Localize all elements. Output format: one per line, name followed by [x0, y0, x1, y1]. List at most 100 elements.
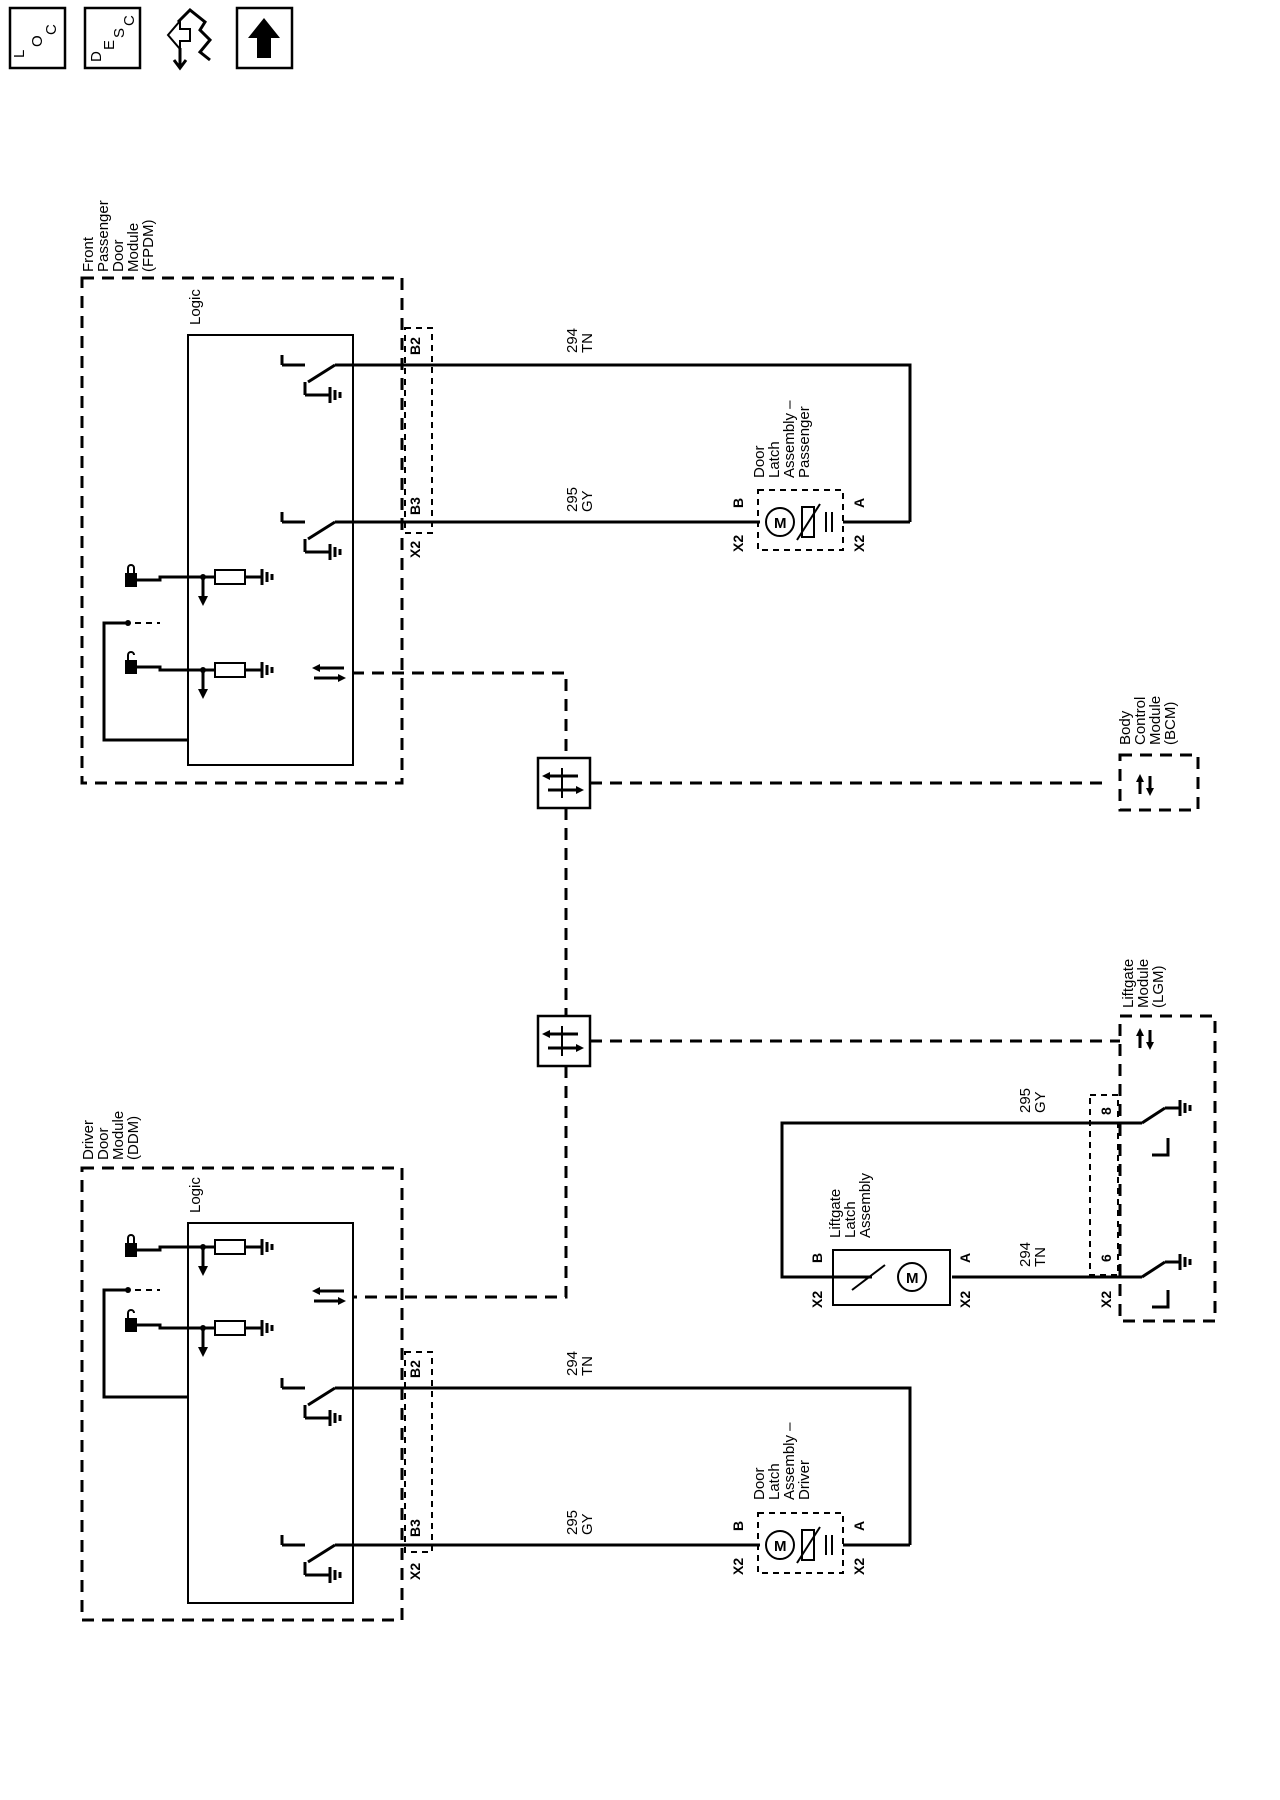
fpdm-title-line-4: Module — [125, 223, 142, 272]
loc-icon[interactable]: L O C — [8, 6, 67, 70]
ddm-title-line-2: Door — [95, 1127, 112, 1160]
fpdm-b3-wire: 295 GY — [352, 483, 760, 524]
passenger-latch-pin-a: A — [851, 498, 867, 508]
bcm-module-outline — [1118, 753, 1200, 812]
lgm-8-relay-switch — [1118, 1100, 1192, 1157]
ddm-b3-wire-circuit: 295 GY — [564, 1506, 596, 1535]
lgm-6-wire-circuit-number: 294 — [1017, 1242, 1034, 1267]
lgm-conn-6: 6 — [1098, 1254, 1114, 1262]
loc-icon-letter-1: L — [11, 50, 28, 58]
lgm-8-wire: 295 GY — [780, 1088, 1118, 1279]
ddm-module-outline — [80, 1166, 404, 1622]
ddm-key-cylinder-link — [102, 1287, 188, 1399]
lgm-title-line-1: Liftgate — [1120, 959, 1137, 1008]
lgm-module: Liftgate Module (LGM) 8 6 X2 — [1089, 955, 1217, 1323]
fpdm-conn-x2: X2 — [407, 541, 423, 558]
ddm-title: Driver Door Module (DDM) — [80, 1107, 142, 1160]
ddm-conn-b2: B2 — [407, 1360, 423, 1378]
ddm-b3-relay-switch — [280, 1535, 352, 1583]
driver-latch-conn-left: X2 — [730, 1558, 746, 1575]
fpdm-title-line-2: Passenger — [95, 200, 112, 272]
fpdm-logic-label: Logic — [187, 289, 204, 325]
passenger-latch-title-line-4: Passenger — [796, 406, 813, 478]
ddm-b3-wire-circuit-number: 295 — [564, 1510, 581, 1535]
ddm-b3-wire: 295 GY — [352, 1506, 760, 1547]
serial-data-splice-lower — [536, 1014, 592, 1068]
passenger-door-latch: M B X2 A X2 Door Latch Assembly – Passen… — [730, 396, 910, 552]
lgm-6-wire-circuit: 294 TN — [1017, 1238, 1049, 1267]
ddm-b2-wire: 294 TN — [352, 1351, 912, 1545]
passenger-latch-title: Door Latch Assembly – Passenger — [751, 396, 813, 478]
fpdm-title-line-5: (FPDM) — [140, 220, 157, 273]
fpdm-title: Front Passenger Door Module (FPDM) — [80, 196, 157, 272]
lgm-6-wire-color: TN — [1032, 1247, 1049, 1267]
ddm-b2-relay-switch — [280, 1378, 352, 1426]
liftgate-latch-pin-a: A — [957, 1253, 973, 1263]
fpdm-key-cylinder-link — [102, 620, 188, 742]
passenger-latch-title-line-3: Assembly – — [781, 400, 798, 478]
liftgate-latch-conn-left: X2 — [809, 1291, 825, 1308]
liftgate-latch-outline — [832, 1249, 951, 1306]
lgm-6-wire: 294 TN — [952, 1238, 1118, 1279]
liftgate-latch-title-line-3: Assembly — [857, 1172, 874, 1238]
desc-icon-letter-3: S — [111, 28, 128, 38]
loc-icon-letter-3: C — [43, 24, 60, 35]
liftgate-latch-title-line-2: Latch — [842, 1201, 859, 1238]
driver-latch-title: Door Latch Assembly – Driver — [751, 1418, 813, 1500]
passenger-latch-title-line-2: Latch — [766, 441, 783, 478]
fpdm-b2-relay-switch — [280, 355, 352, 403]
lock-icon — [125, 573, 137, 587]
bcm-title-line-3: Module — [1147, 696, 1164, 745]
fpdm-b3-wire-circuit-number: 295 — [564, 487, 581, 512]
liftgate-latch-motor — [897, 1262, 927, 1292]
fpdm-title-line-1: Front — [80, 236, 97, 272]
liftgate-latch-pin-b: B — [809, 1253, 825, 1263]
fpdm-module-outline — [80, 276, 404, 785]
fpdm-unlock-input — [125, 651, 274, 699]
lgm-6-relay-switch — [1118, 1254, 1192, 1309]
driver-latch-conn-right: X2 — [851, 1558, 867, 1575]
fpdm-b3-relay-switch — [280, 512, 352, 560]
fpdm-conn-b2: B2 — [407, 337, 423, 355]
driver-latch-pin-b: B — [730, 1521, 746, 1531]
up-arrow-icon[interactable] — [235, 6, 294, 70]
lgm-title: Liftgate Module (LGM) — [1120, 955, 1167, 1008]
driver-latch-title-line-3: Assembly – — [781, 1422, 798, 1500]
fpdm-conn-b3: B3 — [407, 497, 423, 515]
ddm-b3-wire-color: GY — [579, 1513, 596, 1535]
desc-icon[interactable]: D E S C — [83, 6, 142, 70]
ddm-module: Driver Door Module (DDM) Logic B2 B3 X2 — [80, 1107, 433, 1622]
driver-latch-outline — [757, 1512, 844, 1574]
lgm-8-wire-circuit-number: 295 — [1017, 1088, 1034, 1113]
ddm-title-line-1: Driver — [80, 1120, 97, 1160]
fpdm-b2-wire: 294 TN — [352, 324, 912, 522]
lgm-8-wire-color: GY — [1032, 1091, 1049, 1113]
passenger-latch-motor-label: M — [774, 515, 787, 532]
driver-latch-title-line-4: Driver — [796, 1460, 813, 1500]
fpdm-b2-wire-circuit-number: 294 — [564, 328, 581, 353]
fpdm-b2-wire-circuit: 294 TN — [564, 324, 596, 353]
connector-tool-icon[interactable] — [166, 7, 213, 71]
lock-icon — [125, 1243, 137, 1257]
unlock-icon — [125, 660, 137, 674]
desc-icon-letter-2: E — [101, 40, 118, 50]
liftgate-latch-title: Liftgate Latch Assembly — [827, 1172, 874, 1238]
fpdm-b3-wire-circuit: 295 GY — [564, 483, 596, 512]
driver-latch-pin-a: A — [851, 1521, 867, 1531]
bcm-title-line-4: (BCM) — [1162, 702, 1179, 745]
loc-icon-letter-2: O — [29, 35, 46, 47]
liftgate-latch-title-line-1: Liftgate — [827, 1189, 844, 1238]
liftgate-latch-motor-label: M — [906, 1270, 919, 1287]
desc-icon-letter-1: D — [88, 51, 105, 62]
ddm-title-line-4: (DDM) — [125, 1116, 142, 1160]
lgm-connector-strip — [1089, 1094, 1119, 1276]
bcm-title: Body Control Module (BCM) — [1117, 692, 1179, 745]
ddm-lock-input — [125, 1234, 274, 1276]
fpdm-b3-wire-color: GY — [579, 490, 596, 512]
liftgate-latch-conn-right: X2 — [957, 1291, 973, 1308]
driver-latch-title-line-2: Latch — [766, 1463, 783, 1500]
fpdm-title-line-3: Door — [110, 239, 127, 272]
driver-latch-title-line-1: Door — [751, 1467, 768, 1500]
lgm-title-line-2: Module — [1135, 959, 1152, 1008]
